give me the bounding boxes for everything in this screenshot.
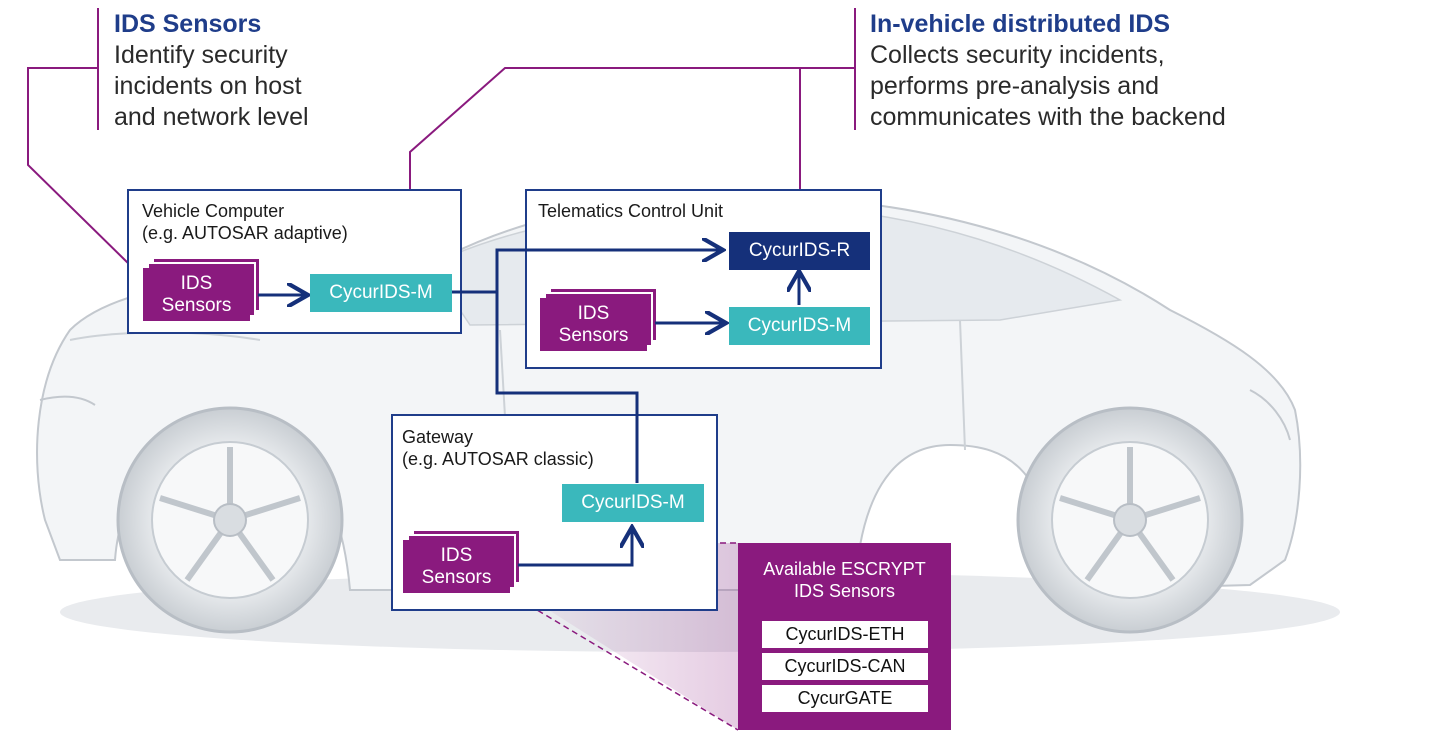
callout-distributed-ids-line: performs pre-analysis and	[870, 72, 1160, 100]
sensors-label-line1: IDS	[577, 302, 610, 324]
ids-sensors-box-telematics: IDS Sensors	[540, 298, 647, 351]
sensors-label-line1: IDS	[180, 272, 213, 294]
callout-distributed-ids: In-vehicle distributed IDS Collects secu…	[870, 9, 1310, 133]
callout-ids-sensors-title: IDS Sensors	[114, 10, 262, 38]
telematics-title: Telematics Control Unit	[538, 201, 724, 221]
gateway-subtitle: (e.g. AUTOSAR classic)	[402, 449, 594, 469]
callout-ids-sensors-line: incidents on host	[114, 72, 302, 100]
legend-title-line2: IDS Sensors	[793, 581, 896, 601]
callout-ids-sensors: IDS Sensors Identify security incidents …	[114, 9, 444, 133]
legend-item-cycurids-eth: CycurIDS-ETH	[762, 621, 928, 648]
sensors-label-line1: IDS	[440, 544, 473, 566]
legend-title-line1: Available ESCRYPT	[763, 559, 926, 579]
legend-item-cycurids-can: CycurIDS-CAN	[762, 653, 928, 680]
cycurids-r-telematics: CycurIDS-R	[729, 232, 870, 270]
cycurids-m-telematics: CycurIDS-M	[729, 307, 870, 345]
sensors-label-line2: Sensors	[558, 324, 629, 346]
legend-item-cycurgate: CycurGATE	[762, 685, 928, 712]
vehicle-computer-title: Vehicle Computer	[142, 201, 285, 221]
callout-distributed-ids-title: In-vehicle distributed IDS	[870, 10, 1171, 38]
callout-ids-sensors-line: and network level	[114, 103, 309, 131]
callout-ids-sensors-line: Identify security	[114, 41, 288, 69]
legend-box: Available ESCRYPT IDS Sensors CycurIDS-E…	[738, 543, 951, 730]
sensors-label-line2: Sensors	[421, 566, 492, 588]
cycurids-m-gateway: CycurIDS-M	[562, 484, 704, 522]
sensors-label-line2: Sensors	[161, 294, 232, 316]
arrow-icon	[258, 250, 799, 567]
cycurids-m-vehicle-computer: CycurIDS-M	[310, 274, 452, 312]
callout-distributed-ids-line: Collects security incidents,	[870, 41, 1165, 69]
vehicle-computer-label: Vehicle Computer (e.g. AUTOSAR adaptive)	[142, 200, 452, 244]
ids-sensors-box-gateway: IDS Sensors	[403, 540, 510, 593]
telematics-label: Telematics Control Unit	[538, 200, 858, 222]
vehicle-computer-subtitle: (e.g. AUTOSAR adaptive)	[142, 223, 348, 243]
callout-distributed-ids-line: communicates with the backend	[870, 103, 1226, 131]
gateway-label: Gateway (e.g. AUTOSAR classic)	[402, 426, 702, 470]
ids-sensors-box-vehicle-computer: IDS Sensors	[143, 268, 250, 321]
gateway-title: Gateway	[402, 427, 474, 447]
